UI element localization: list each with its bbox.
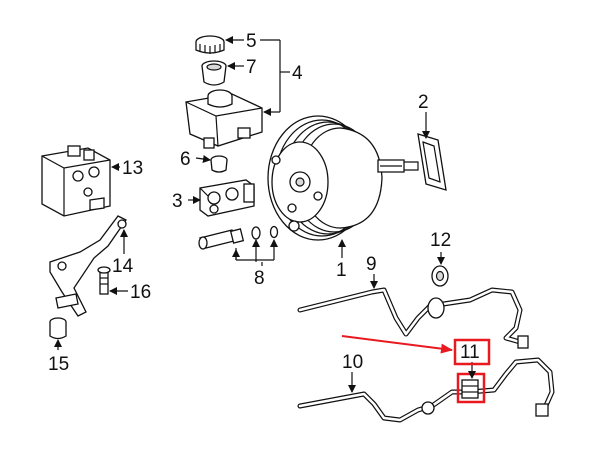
callout-9[interactable]: 9 (366, 254, 377, 275)
callout-10[interactable]: 10 (342, 352, 363, 373)
reservoir-grommet-part[interactable] (210, 155, 228, 173)
reservoir-cap-part[interactable] (195, 35, 225, 54)
callout-1[interactable]: 1 (336, 260, 347, 281)
callout-11-box (453, 338, 491, 366)
callout-13[interactable]: 13 (122, 158, 143, 179)
piston-and-seals-part[interactable] (198, 225, 279, 250)
reservoir-strainer-part[interactable] (201, 60, 227, 86)
callout-5[interactable]: 5 (246, 31, 257, 52)
abs-mounting-bracket-part[interactable] (49, 215, 127, 317)
abs-hydraulic-unit-part[interactable] (41, 145, 111, 217)
callout-15[interactable]: 15 (48, 354, 69, 375)
master-cylinder-part[interactable] (199, 179, 255, 217)
callout-12[interactable]: 12 (430, 230, 451, 251)
upper-vacuum-hose-part[interactable] (297, 287, 529, 349)
check-valve-part[interactable] (461, 379, 479, 399)
callout-16[interactable]: 16 (130, 282, 151, 303)
callout-8[interactable]: 8 (254, 268, 265, 289)
lower-vacuum-hose-part[interactable] (297, 357, 555, 423)
booster-gasket-part[interactable] (417, 133, 447, 191)
callout-11[interactable]: 11 (460, 342, 480, 363)
brake-fluid-reservoir-part[interactable] (185, 89, 263, 149)
bracket-bolt-part[interactable] (97, 266, 111, 295)
callout-7[interactable]: 7 (246, 57, 257, 78)
callout-14[interactable]: 14 (112, 256, 134, 277)
leader-lines (54, 36, 476, 393)
brake-booster-part[interactable] (267, 115, 419, 241)
bracket-insulator-part[interactable] (49, 317, 67, 340)
callout-4[interactable]: 4 (292, 63, 303, 84)
callout-labels: 5 7 4 6 3 8 1 2 13 14 16 15 12 9 10 11 (48, 31, 480, 375)
hose-grommet-part[interactable] (431, 265, 449, 287)
callout-2[interactable]: 2 (418, 92, 429, 113)
highlight-arrow (341, 335, 453, 354)
callout-6[interactable]: 6 (180, 149, 191, 170)
callout-3[interactable]: 3 (172, 191, 183, 212)
